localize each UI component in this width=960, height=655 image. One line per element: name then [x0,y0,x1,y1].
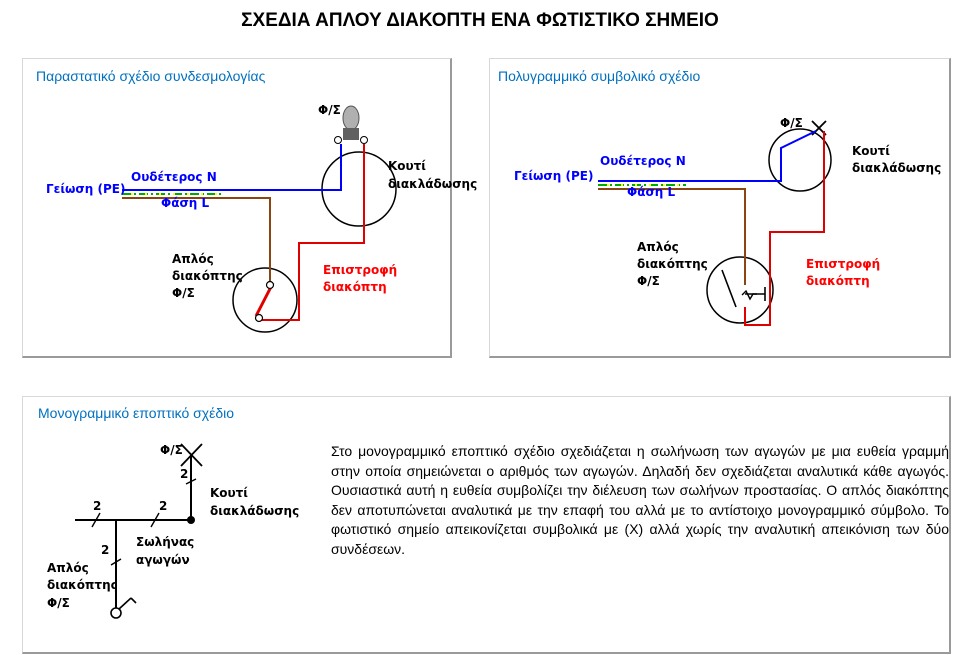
multiline-diagram: Φ/Σ Ουδέτερος Ν Γείωση (PE) Φάση L Κουτί… [514,116,941,326]
box-label-1: Κουτί [388,159,426,173]
return-label-1: Επιστροφή [806,257,880,271]
switch-label-3: Φ/Σ [47,596,70,610]
switch-box [706,256,774,324]
lamp-label: Φ/Σ [160,443,183,457]
single-line-description: Στο μονογραμμικό εποπτικό σχέδιο σχεδιάζ… [331,443,949,557]
return-label-1: Επιστροφή [323,263,397,277]
single-line-diagram: 2 2 2 2 Φ/Σ Κουτί διακλάδωσης Σωλήνας αγ… [47,443,299,619]
count-4: 2 [101,543,109,557]
count-2: 2 [159,499,167,513]
multiline-heading: Πολυγραμμικό συμβολικό σχέδιο [498,68,701,84]
phase-label: Φάση L [161,196,210,210]
connection-diagram: Φ/Σ Ουδέτερος Ν Γείωση (PE) Φάση L Κουτί… [46,103,477,333]
return-wire [261,144,365,321]
switch-label-1: Απλός [47,561,89,575]
count-1: 2 [93,499,101,513]
lamp-icon [334,105,368,144]
switch-label-1: Απλός [637,240,679,254]
earth-label: Γείωση (PE) [514,169,593,183]
neutral-wire [598,130,817,182]
switch-label-2: διακόπτης [172,269,243,283]
lamp-label: Φ/Σ [318,103,341,117]
switch-label-3: Φ/Σ [637,274,660,288]
count-3: 2 [180,467,188,481]
neutral-label: Ουδέτερος Ν [600,154,686,168]
single-line-panel [22,396,951,654]
return-label-2: διακόπτη [323,280,387,294]
tubes-label-1: Σωλήνας [136,535,194,549]
phase-wire [598,188,746,285]
neutral-label: Ουδέτερος Ν [131,170,217,184]
box-label-2: διακλάδωσης [852,161,941,175]
connection-heading: Παραστατικό σχέδιο συνδεσμολογίας [36,68,266,84]
switch-label-3: Φ/Σ [172,286,195,300]
switch-label-1: Απλός [172,252,214,266]
phase-wire [122,197,271,285]
page-title: ΣΧΕΔΙΑ ΑΠΛΟΥ ΔΙΑΚΟΠΤΗ ΕΝΑ ΦΩΤΙΣΤΙΚΟ ΣΗΜΕ… [241,10,719,31]
earth-label: Γείωση (PE) [46,182,125,196]
phase-label: Φάση L [627,185,676,199]
tubes-label-2: αγωγών [136,553,190,567]
junction-box [768,128,832,192]
switch-label-2: διακόπτης [47,578,118,592]
return-label-2: διακόπτη [806,274,870,288]
junction-box [187,516,195,524]
switch-box [232,267,298,333]
multiline-panel [489,58,951,358]
connection-panel [22,58,452,358]
box-label-2: διακλάδωσης [388,177,477,191]
lamp-label: Φ/Σ [780,116,803,130]
switch-symbol [721,269,766,308]
single-line-heading: Μονογραμμικό εποπτικό σχέδιο [38,405,235,421]
return-wire [744,131,825,326]
switch-symbol [110,597,137,619]
box-label-2: διακλάδωσης [210,504,299,518]
box-label-1: Κουτί [852,144,890,158]
switch-label-2: διακόπτης [637,257,708,271]
neutral-wire [122,144,342,191]
box-label-1: Κουτί [210,486,248,500]
